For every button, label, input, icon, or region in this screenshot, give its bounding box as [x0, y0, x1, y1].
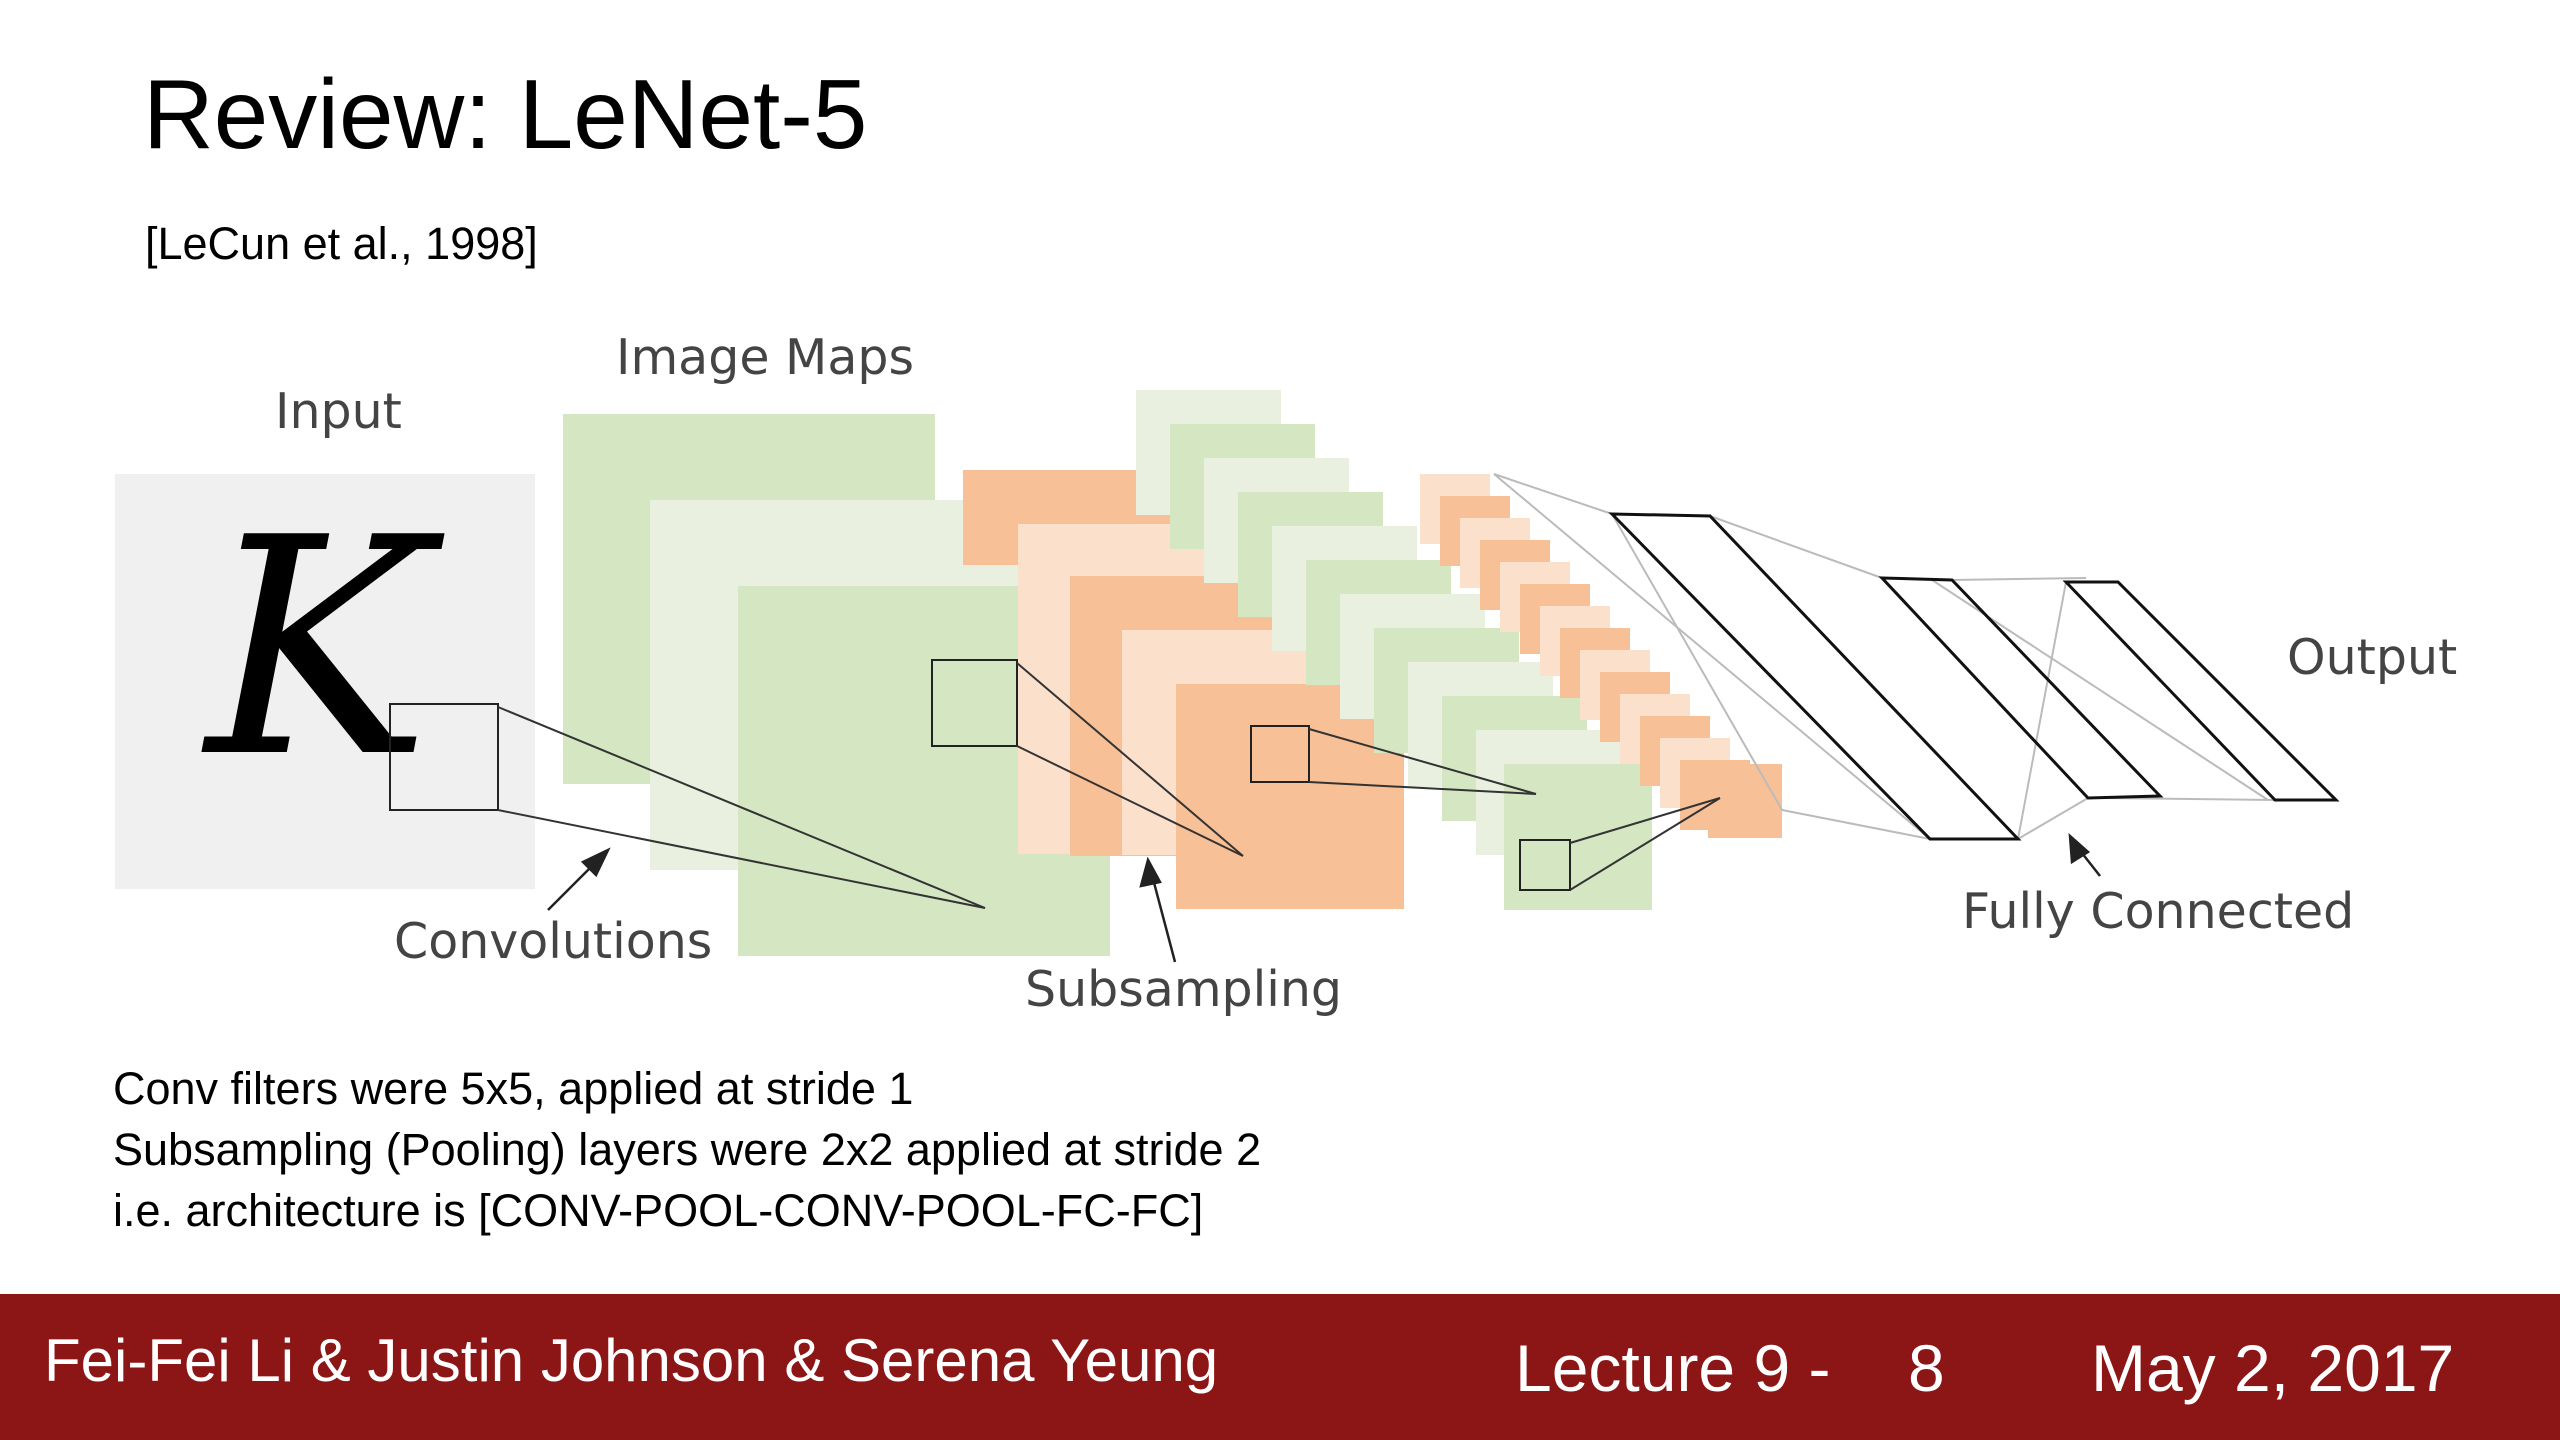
- fc-layer-2: [1878, 576, 2164, 800]
- label-convolutions: Convolutions: [394, 913, 712, 970]
- label-input: Input: [275, 383, 402, 440]
- note-line: i.e. architecture is [CONV-POOL-CONV-POO…: [113, 1185, 1204, 1236]
- label-fully-connected: Fully Connected: [1962, 883, 2354, 940]
- footer-authors: Fei-Fei Li & Justin Johnson & Serena Yeu…: [44, 1327, 1219, 1394]
- slide-title: Review: LeNet-5: [143, 59, 868, 169]
- label-subsampling: Subsampling: [1025, 961, 1342, 1018]
- fc-layers: [1608, 512, 2340, 841]
- label-output: Output: [2287, 629, 2457, 686]
- input-glyph: K: [201, 474, 445, 823]
- slide-notes: Conv filters were 5x5, applied at stride…: [113, 1058, 1261, 1241]
- s2-kernel-window: [1250, 725, 1310, 783]
- c1-kernel-window: [931, 659, 1018, 747]
- note-line: Conv filters were 5x5, applied at stride…: [113, 1063, 914, 1114]
- footer-lecture: Lecture 9 -: [1515, 1331, 1831, 1405]
- fc-layer-1: [1608, 512, 2022, 841]
- label-image-maps: Image Maps: [616, 329, 914, 386]
- citation: [LeCun et al., 1998]: [145, 218, 538, 269]
- note-line: Subsampling (Pooling) layers were 2x2 ap…: [113, 1124, 1262, 1175]
- c3-kernel-window: [1519, 839, 1571, 891]
- s4-pooled-maps: [1420, 474, 1782, 838]
- footer-date: May 2, 2017: [2091, 1331, 2455, 1405]
- footer-bar: Fei-Fei Li & Justin Johnson & Serena Yeu…: [0, 1294, 2560, 1440]
- c3-feature-maps: [1136, 390, 1652, 910]
- input-image: [115, 474, 535, 889]
- annotation-arrows: [547, 833, 2101, 963]
- projection-lines: [497, 662, 1721, 909]
- input-receptive-field: [389, 703, 499, 811]
- fc-layer-3: [2062, 580, 2340, 802]
- footer-page-number: 8: [1908, 1331, 1945, 1405]
